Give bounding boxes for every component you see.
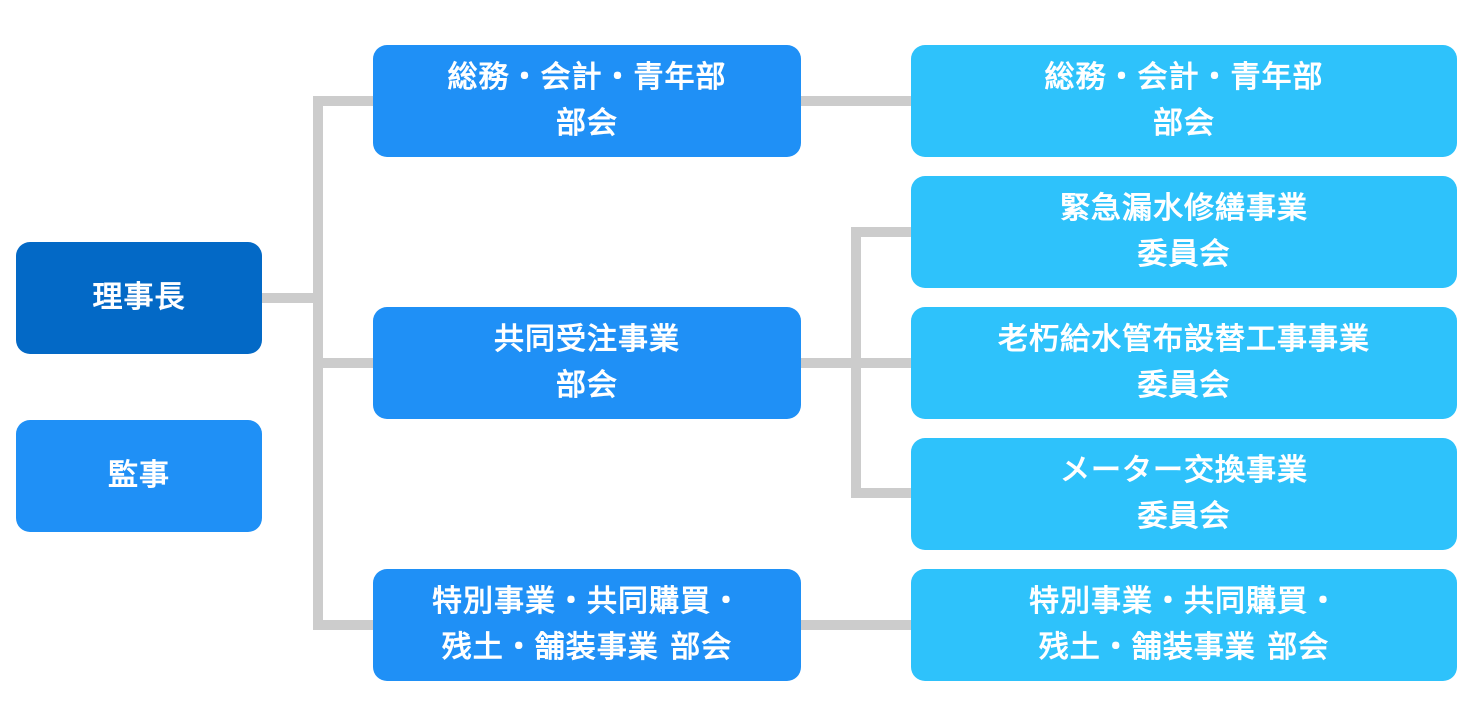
chairman-label: 理事長 — [92, 280, 186, 315]
department-label-line: 特別事業・共同購買・ — [432, 584, 742, 619]
department-label-line: 残土・舗装事業 部会 — [441, 630, 733, 665]
committee-label-line: 緊急漏水修繕事業 — [1060, 191, 1308, 226]
department-label-line: 総務・会計・青年部 — [447, 60, 727, 95]
connector-dept2-branch — [851, 227, 911, 498]
department-joint-orders: 共同受注事業 部会 — [373, 307, 801, 419]
committee-label-line: 委員会 — [1137, 237, 1231, 272]
committee-special-projects: 特別事業・共同購買・ 残土・舗装事業 部会 — [911, 569, 1457, 681]
department-general-affairs: 総務・会計・青年部 部会 — [373, 45, 801, 157]
committee-label-line: 特別事業・共同購買・ — [1029, 584, 1339, 619]
committee-label-line: 残土・舗装事業 部会 — [1038, 630, 1330, 665]
department-label-line: 共同受注事業 — [494, 322, 680, 357]
committee-general-affairs: 総務・会計・青年部 部会 — [911, 45, 1457, 157]
committee-label-line: 委員会 — [1137, 499, 1231, 534]
department-label-line: 部会 — [556, 106, 618, 141]
committee-label-line: 老朽給水管布設替工事事業 — [998, 322, 1370, 357]
department-special-projects: 特別事業・共同購買・ 残土・舗装事業 部会 — [373, 569, 801, 681]
committee-meter-exchange: メーター交換事業 委員会 — [911, 438, 1457, 550]
committee-label-line: メーター交換事業 — [1060, 453, 1308, 488]
committee-label-line: 委員会 — [1137, 368, 1231, 403]
department-label-line: 部会 — [556, 368, 618, 403]
chairman-box: 理事長 — [16, 242, 262, 354]
committee-emergency-leak-repair: 緊急漏水修繕事業 委員会 — [911, 176, 1457, 288]
auditor-box: 監事 — [16, 420, 262, 532]
committee-label-line: 部会 — [1153, 106, 1215, 141]
committee-pipe-replacement: 老朽給水管布設替工事事業 委員会 — [911, 307, 1457, 419]
auditor-label: 監事 — [108, 458, 170, 493]
committee-label-line: 総務・会計・青年部 — [1044, 60, 1324, 95]
